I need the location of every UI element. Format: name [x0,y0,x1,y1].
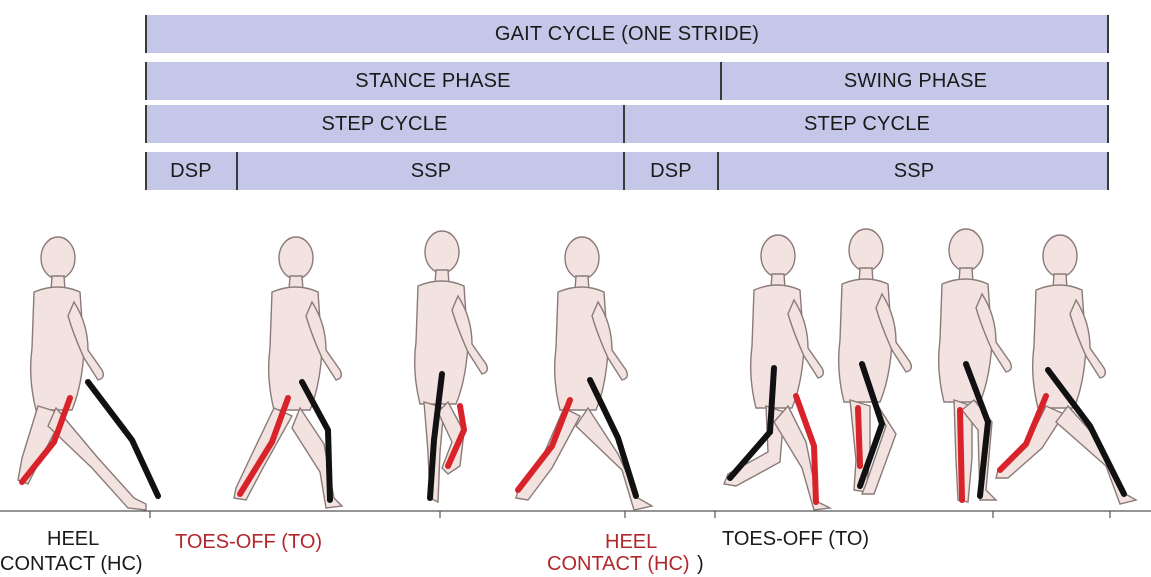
heel-contact-label-1b: CONTACT (HC) [0,552,143,576]
walker-figure-2 [234,237,342,508]
walker-figure-8 [996,235,1136,504]
heel-contact-label-2-paren: ) [697,552,704,576]
left-leg-line-6 [858,408,860,466]
walker-figure-6 [839,229,912,494]
heel-contact-label-1a: HEEL [47,527,99,551]
right-leg-line-1 [88,382,158,496]
walker-figure-1 [18,237,146,510]
heel-contact-label-2a: HEEL [605,530,657,554]
heel-contact-label-2b: CONTACT (HC) [547,552,690,576]
toes-off-label-1: TOES-OFF (TO) [175,530,322,554]
left-leg-line-7 [960,410,962,500]
walker-figure-7 [939,229,1012,502]
toes-off-label-2: TOES-OFF (TO) [722,527,869,551]
ground-line [0,511,1151,518]
